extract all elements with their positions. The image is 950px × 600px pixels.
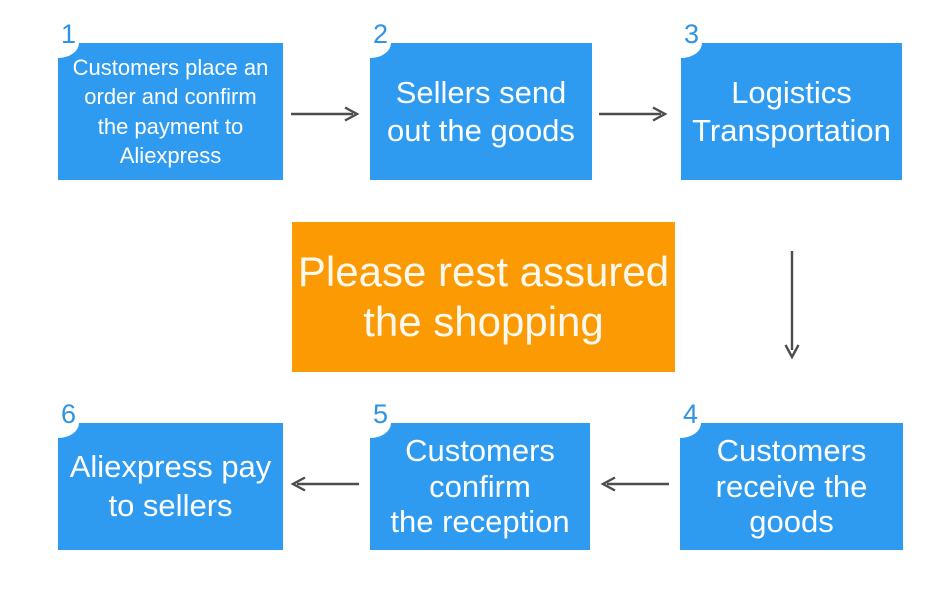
step-box-6: 6 Aliexpress pay to sellers: [58, 401, 283, 550]
step-label-3: Logistics Transportation: [692, 74, 891, 148]
assurance-banner: Please rest assured the shopping: [292, 222, 675, 372]
step-number-4: 4: [683, 399, 699, 429]
step-box-5: 5 Customers confirm the reception: [370, 401, 590, 550]
step-box-4: 4 Customers receive the goods: [680, 401, 903, 550]
step-number-6: 6: [61, 399, 77, 429]
step-label-4: Customers receive the goods: [715, 433, 868, 540]
step-number-3: 3: [684, 19, 700, 49]
arrow-right-icon: [599, 106, 668, 122]
arrow-left-icon: [290, 476, 359, 492]
step-box-3: 3 Logistics Transportation: [681, 21, 902, 180]
step-label-5: Customers confirm the reception: [390, 433, 570, 540]
step-box-1: 1 Customers place an order and confirm t…: [58, 21, 283, 180]
step-number-1: 1: [61, 19, 77, 49]
step-label-6: Aliexpress pay to sellers: [69, 448, 272, 523]
step-label-2: Sellers send out the goods: [387, 74, 575, 148]
step-number-2: 2: [373, 19, 389, 49]
step-label-1: Customers place an order and confirm the…: [72, 55, 269, 168]
arrow-left-icon: [600, 476, 669, 492]
assurance-banner-label: Please rest assured the shopping: [297, 248, 670, 345]
step-number-5: 5: [373, 399, 389, 429]
step-box-2: 2 Sellers send out the goods: [370, 21, 592, 180]
arrow-down-icon: [784, 251, 800, 360]
arrow-right-icon: [291, 106, 360, 122]
